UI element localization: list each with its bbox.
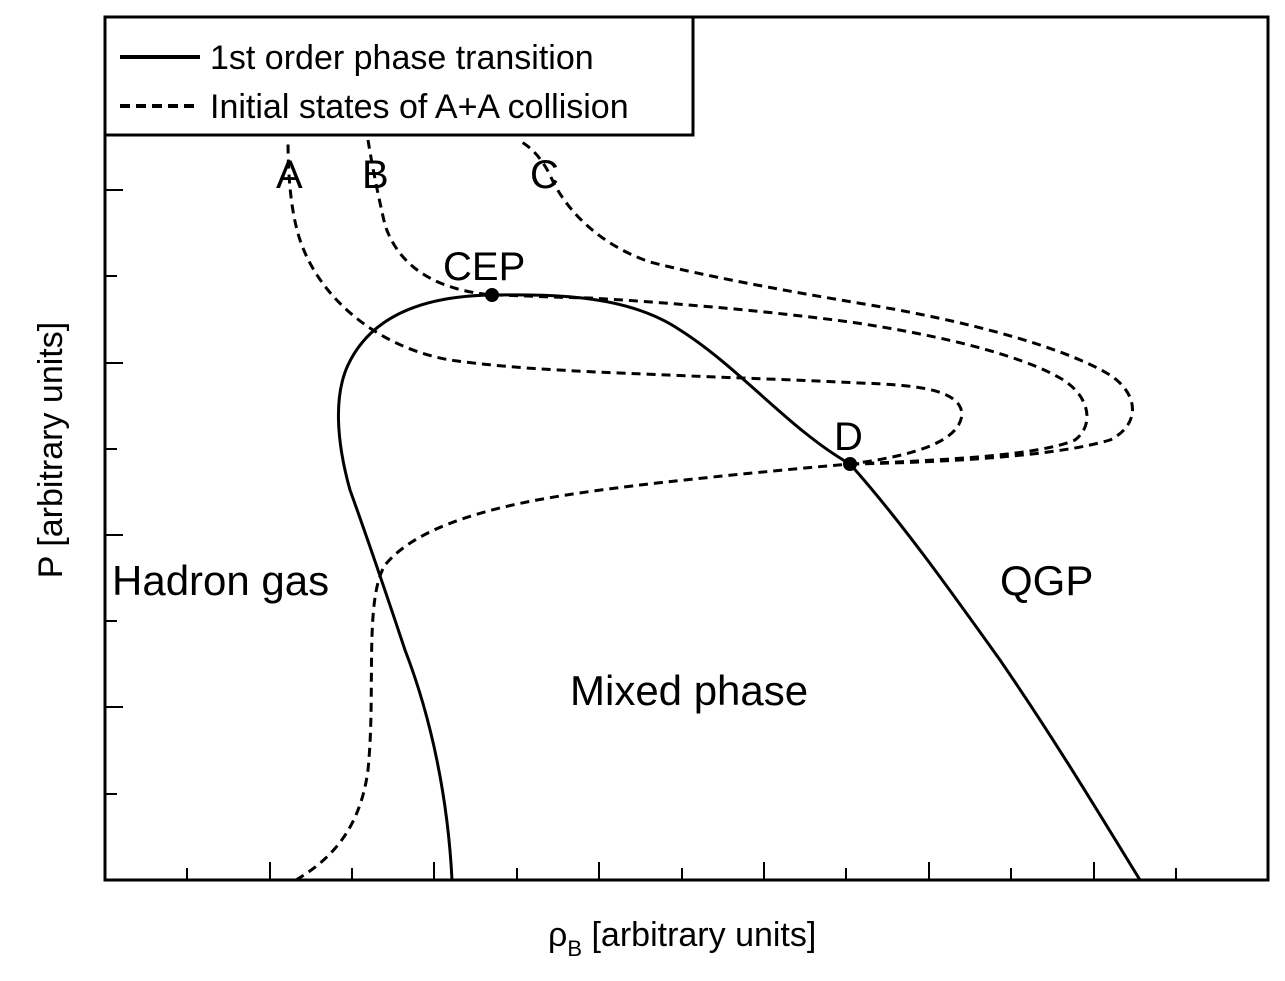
x-axis-rest: [arbitrary units] xyxy=(582,916,816,954)
cep-label: CEP xyxy=(443,245,525,289)
legend-box xyxy=(103,15,695,137)
dashed-curve-a xyxy=(286,139,964,882)
x-axis-rho: ρ xyxy=(548,916,567,954)
legend-dashed-label: Initial states of A+A collision xyxy=(210,88,629,126)
curve-label-b: B xyxy=(362,153,389,197)
curve-label-a: A xyxy=(276,153,303,197)
cep-point xyxy=(485,288,499,302)
y-axis-ticks xyxy=(105,189,123,795)
x-axis-title: ρB [arbitrary units] xyxy=(548,916,816,961)
plot-frame xyxy=(103,15,1270,882)
hadron-gas-label: Hadron gas xyxy=(112,557,329,604)
curve-label-c: C xyxy=(530,153,559,197)
d-point xyxy=(843,457,857,471)
legend-solid-label: 1st order phase transition xyxy=(210,39,594,77)
d-label: D xyxy=(834,415,863,459)
x-axis-subscript: B xyxy=(567,936,582,961)
dashed-curve-c xyxy=(517,138,1134,466)
dashed-curve-b xyxy=(366,139,1089,466)
legend: 1st order phase transition Initial state… xyxy=(103,15,695,137)
mixed-phase-label: Mixed phase xyxy=(570,667,808,714)
qgp-label: QGP xyxy=(1000,557,1093,604)
x-axis-ticks xyxy=(186,862,1177,880)
y-axis-title: P [arbitrary units] xyxy=(32,322,70,578)
